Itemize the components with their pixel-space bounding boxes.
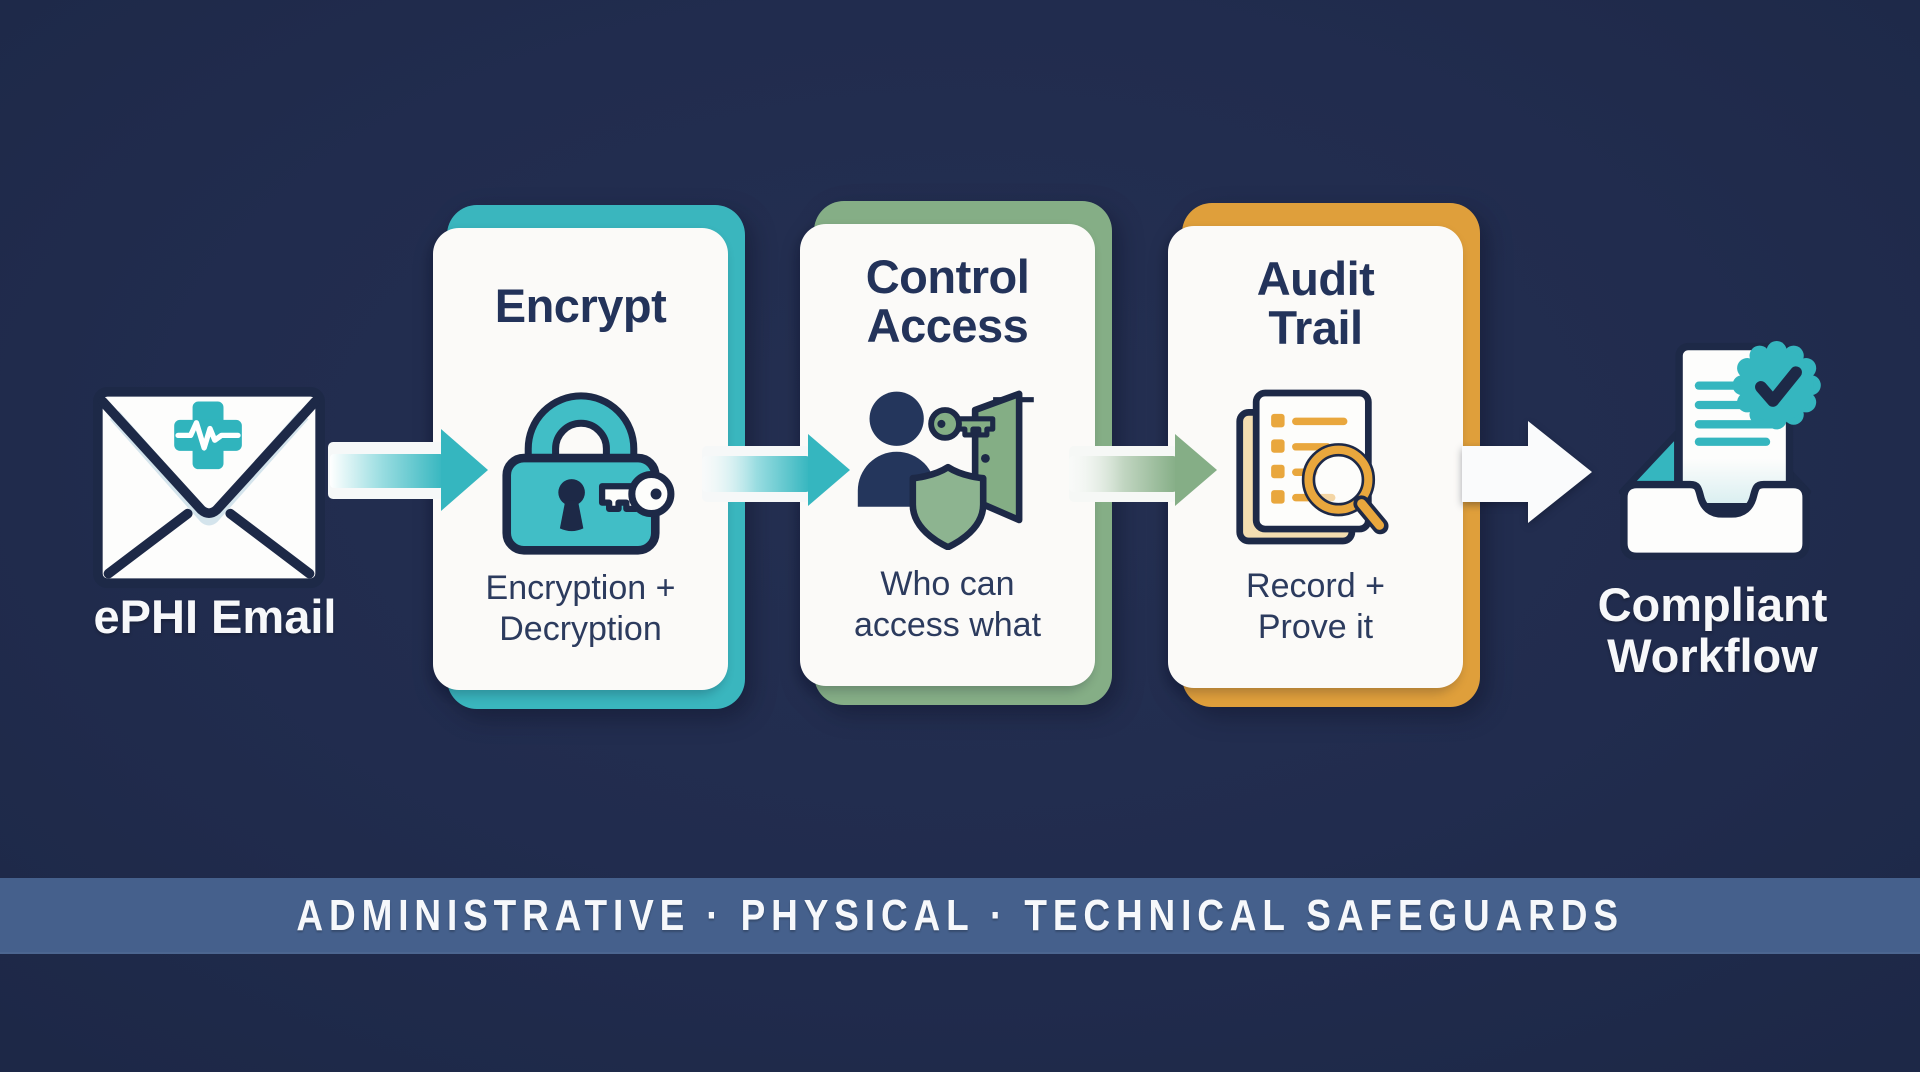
approved-inbox-icon bbox=[1618, 341, 1821, 560]
right-arrow-icon bbox=[702, 434, 850, 506]
right-arrow-icon bbox=[328, 429, 488, 511]
step-card-audit-trail: Audit Trail Record + P bbox=[1168, 203, 1480, 707]
lock-and-key-icon bbox=[501, 392, 674, 555]
step-title: Encrypt bbox=[494, 278, 667, 332]
step-subtitle: Who can access what bbox=[853, 565, 1042, 645]
checklist-magnifier-icon bbox=[1235, 389, 1389, 545]
medical-email-icon bbox=[93, 387, 325, 589]
step-card-control-access: Control Access Who can access what bbox=[800, 201, 1112, 705]
step-title: Control Access bbox=[865, 250, 1030, 352]
source-label: ePHI Email bbox=[93, 590, 337, 643]
step-title: Audit Trail bbox=[1256, 252, 1375, 354]
step-card-encrypt: Encrypt Encryption + Decryption bbox=[433, 205, 745, 709]
result-label: Compliant Workflow bbox=[1597, 578, 1828, 682]
medical-cross-icon bbox=[174, 401, 242, 470]
step-subtitle: Encryption + Decryption bbox=[485, 569, 676, 649]
user-key-door-shield-icon bbox=[857, 390, 1034, 550]
right-arrow-icon bbox=[1462, 421, 1592, 523]
safeguards-banner: ADMINISTRATIVE · PHYSICAL · TECHNICAL SA… bbox=[0, 878, 1920, 954]
step-subtitle: Record + Prove it bbox=[1246, 567, 1385, 647]
safeguards-banner-text: ADMINISTRATIVE · PHYSICAL · TECHNICAL SA… bbox=[296, 891, 1624, 940]
verified-badge-icon bbox=[1732, 341, 1821, 430]
right-arrow-icon bbox=[1069, 434, 1217, 506]
